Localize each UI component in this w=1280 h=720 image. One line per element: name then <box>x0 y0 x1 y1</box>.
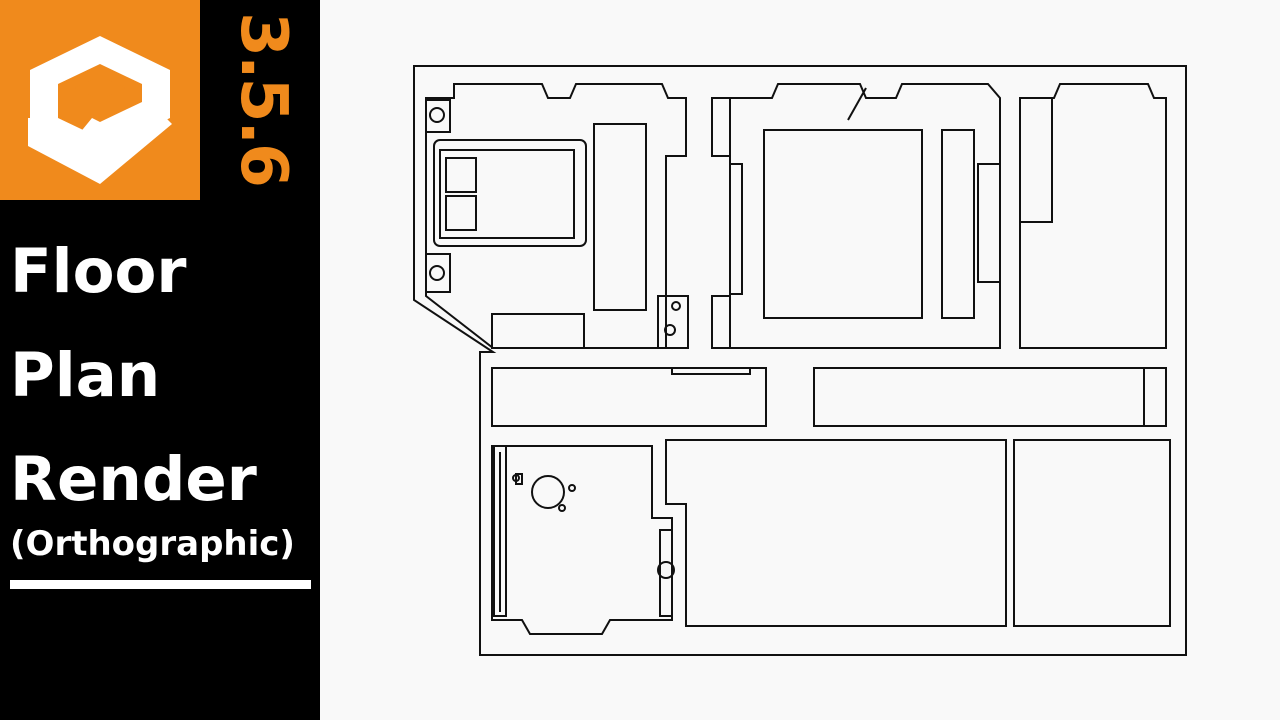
right-room <box>1019 83 1167 349</box>
version-text: 3.5.6 <box>226 12 300 186</box>
bed-inner <box>439 149 575 239</box>
nightstand-2 <box>425 253 451 293</box>
version-label: 3.5.6 <box>208 6 304 196</box>
closet-panel <box>729 163 743 295</box>
middle-cabinet <box>941 129 975 319</box>
closet-left <box>711 97 731 157</box>
pillow-1 <box>445 157 477 193</box>
title-underline <box>10 580 311 589</box>
bedroom-dresser <box>491 313 585 349</box>
bedroom-desk <box>657 295 689 349</box>
study-room <box>491 445 673 635</box>
lamp-2 <box>429 265 445 281</box>
hall-unit-left <box>491 367 767 427</box>
hall-unit-right <box>813 367 1167 427</box>
eevee-logo-icon <box>28 36 172 184</box>
lamp-1 <box>429 107 445 123</box>
hall-unit-left-shelf <box>671 367 751 375</box>
page-title: Floor Plan Render <box>10 220 315 532</box>
floor-plan-render <box>320 0 1280 720</box>
study-lamp <box>657 561 675 579</box>
title-line-3: Render <box>10 444 257 515</box>
closet-left-bottom <box>711 295 731 349</box>
logo-box <box>0 0 200 200</box>
title-line-2: Plan <box>10 340 161 411</box>
bottom-middle-room <box>665 439 1007 627</box>
nightstand-1 <box>425 99 451 133</box>
bottom-right-room <box>1013 439 1171 627</box>
pillow-2 <box>445 195 477 231</box>
study-chair <box>531 475 565 509</box>
study-desk-side <box>659 529 673 617</box>
right-wardrobe <box>1019 97 1053 223</box>
floor-plan-drawing <box>413 65 1187 656</box>
middle-room <box>729 83 1001 349</box>
title-line-1: Floor <box>10 236 187 307</box>
middle-side-panel <box>977 163 1001 283</box>
outer-wall <box>413 65 1187 656</box>
subtitle: (Orthographic) <box>10 524 295 564</box>
middle-table <box>763 129 923 319</box>
bedroom-wardrobe <box>593 123 647 311</box>
sidebar: 3.5.6 Floor Plan Render (Orthographic) <box>0 0 320 720</box>
study-bookshelf <box>493 445 507 617</box>
bed <box>433 139 587 247</box>
